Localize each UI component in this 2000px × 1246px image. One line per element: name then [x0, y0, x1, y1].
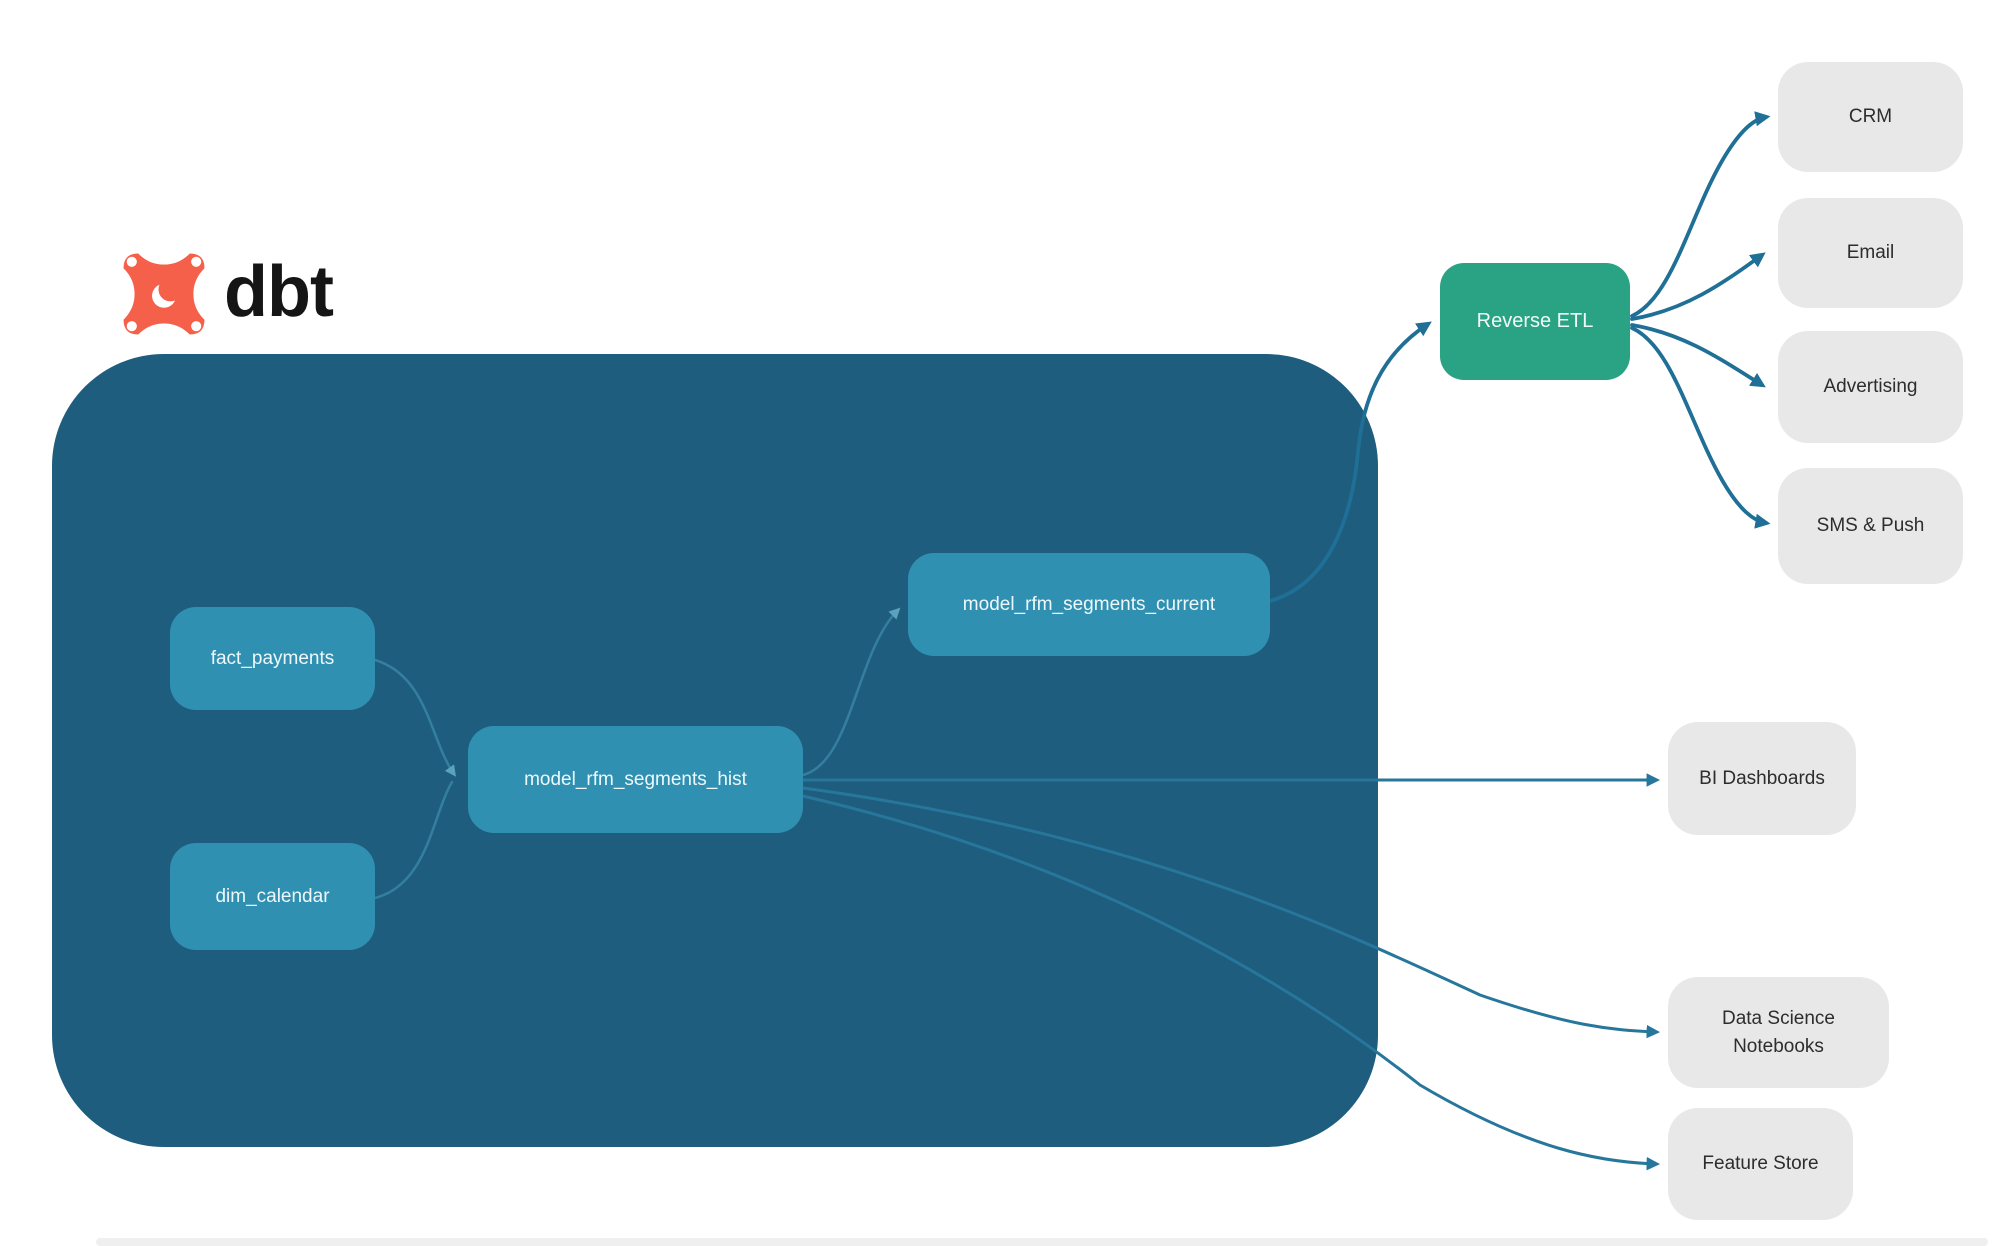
node-dim-calendar: dim_calendar — [170, 843, 375, 950]
node-label: Email — [1846, 242, 1895, 263]
edge-reverse-etl-to-email — [1630, 252, 1766, 321]
node-label: Feature Store — [1702, 1153, 1819, 1174]
node-label: Data Science Notebooks — [1721, 1007, 1835, 1057]
node-model-rfm-segments-hist: model_rfm_segments_hist — [468, 726, 803, 833]
node-label: model_rfm_segments_hist — [524, 768, 747, 790]
edge-reverse-etl-to-crm — [1630, 111, 1771, 318]
node-label: SMS & Push — [1816, 515, 1925, 536]
node-label: Advertising — [1823, 376, 1918, 397]
edge-reverse-etl-to-sms-push — [1630, 326, 1771, 529]
bottom-divider — [96, 1238, 1988, 1246]
node-label: fact_payments — [210, 647, 335, 669]
node-label: BI Dashboards — [1699, 767, 1825, 789]
node-label: CRM — [1848, 106, 1893, 127]
node-crm: CRM — [1778, 62, 1963, 172]
node-reverse-etl: Reverse ETL — [1440, 263, 1630, 380]
node-label: Reverse ETL — [1476, 310, 1594, 332]
dbt-brand: dbt — [118, 248, 334, 340]
node-fact-payments: fact_payments — [170, 607, 375, 710]
node-sms-push: SMS & Push — [1778, 468, 1963, 584]
node-label: dim_calendar — [215, 885, 330, 907]
node-bi-dashboards: BI Dashboards — [1668, 722, 1856, 835]
node-label: model_rfm_segments_current — [962, 593, 1216, 615]
node-data-science-notebooks: Data Science Notebooks — [1668, 977, 1889, 1088]
node-feature-store: Feature Store — [1668, 1108, 1853, 1220]
node-email: Email — [1778, 198, 1963, 308]
dbt-logo-icon — [123, 253, 205, 335]
node-advertising: Advertising — [1778, 331, 1963, 443]
node-model-rfm-segments-current: model_rfm_segments_current — [908, 553, 1270, 656]
edge-reverse-etl-to-advertising — [1630, 323, 1766, 388]
dbt-logo-text: dbt — [224, 252, 334, 332]
